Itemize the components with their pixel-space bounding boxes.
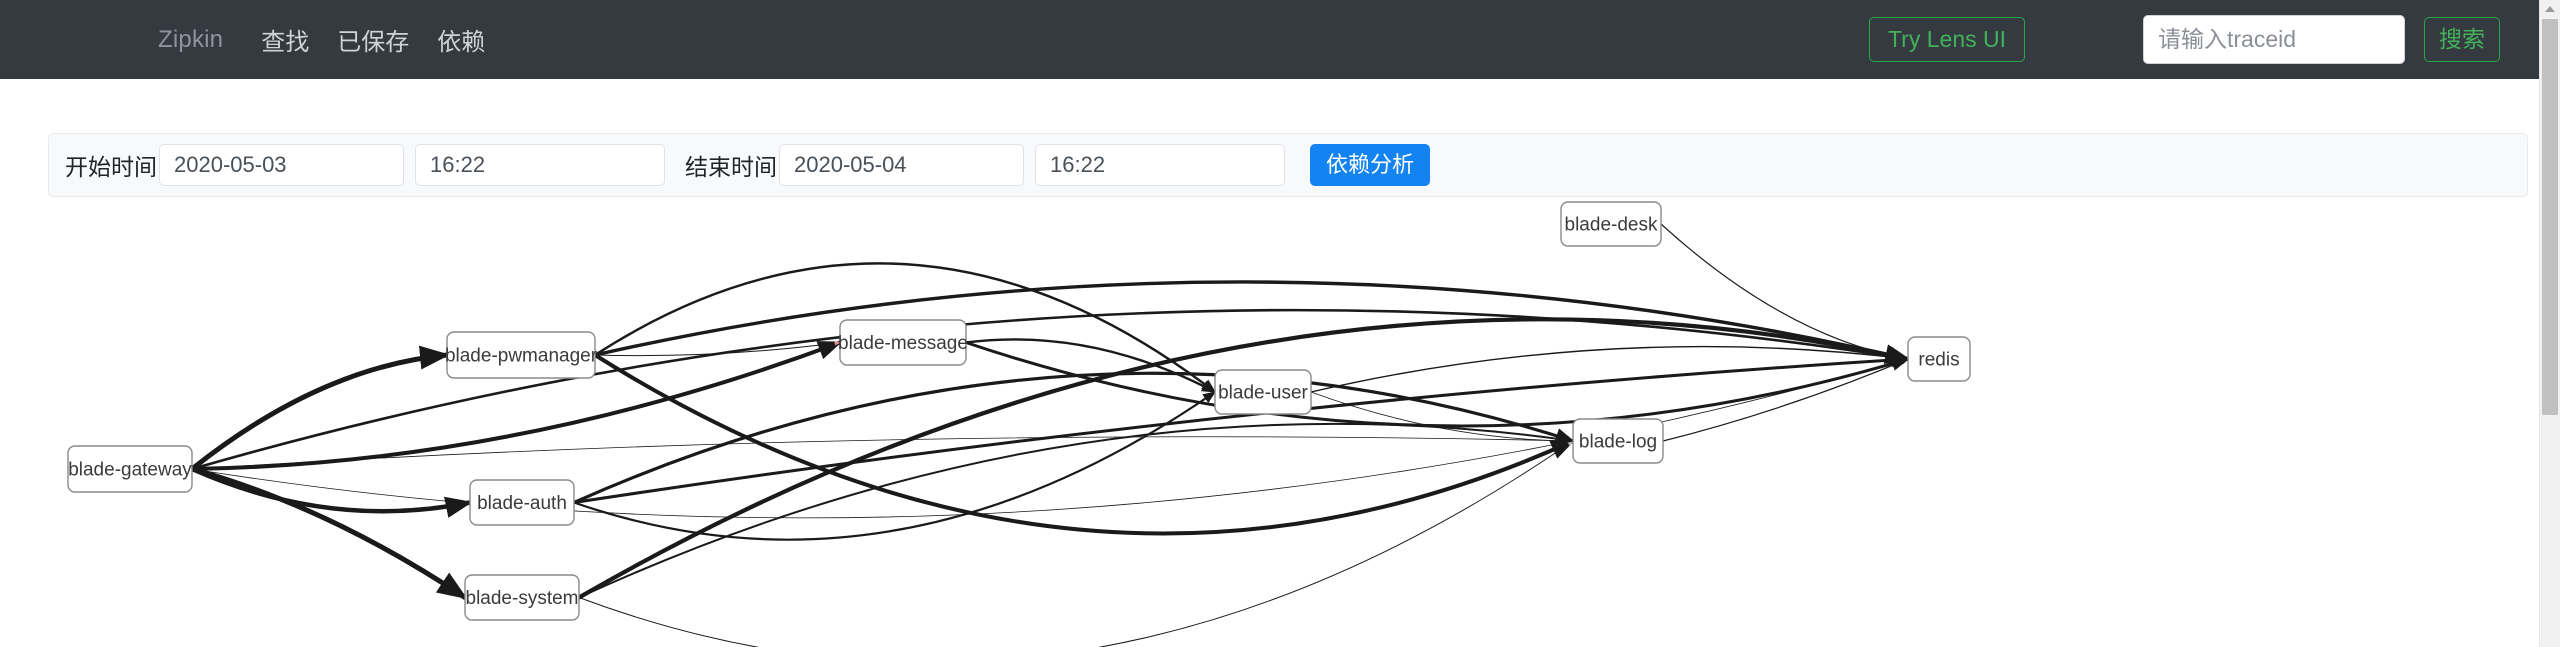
graph-edge[interactable] <box>1310 391 1574 443</box>
nav-links: 查找 已保存 依赖 <box>261 22 513 57</box>
nav-link-saved[interactable]: 已保存 <box>337 29 410 56</box>
graph-edge[interactable] <box>593 280 1910 363</box>
graph-edge[interactable] <box>189 345 450 472</box>
end-time-input[interactable] <box>1035 144 1285 186</box>
graph-edge[interactable] <box>593 353 1576 536</box>
dependency-graph-canvas[interactable]: blade-gateway blade-pwmanager blade-messag… <box>0 198 2540 647</box>
nav-link-dependency[interactable]: 依赖 <box>437 29 486 56</box>
graph-node-blade-pwmanager[interactable]: blade-pwmanager <box>445 331 598 379</box>
graph-node-blade-user[interactable]: blade-user <box>1214 369 1312 415</box>
page-scrollbar[interactable] <box>2539 0 2560 647</box>
graph-edge[interactable] <box>572 390 1217 541</box>
graph-edge[interactable] <box>964 338 1217 394</box>
analyze-dependencies-button[interactable]: 依赖分析 <box>1310 143 1431 187</box>
search-button[interactable]: 搜索 <box>2424 16 2500 63</box>
graph-nodes-layer: blade-gateway blade-pwmanager blade-messag… <box>67 201 1971 621</box>
graph-edge[interactable] <box>190 340 843 471</box>
graph-edge[interactable] <box>964 341 1910 428</box>
graph-node-blade-desk[interactable]: blade-desk <box>1560 201 1662 247</box>
dependency-graph-svg: blade-gateway blade-pwmanager blade-messag… <box>67 201 1971 647</box>
start-date-input[interactable] <box>159 144 404 186</box>
end-date-input[interactable] <box>779 144 1024 186</box>
graph-edge[interactable] <box>572 352 1910 504</box>
graph-node-blade-log[interactable]: blade-log <box>1572 418 1664 464</box>
graph-node-blade-gateway[interactable]: blade-gateway <box>67 445 193 493</box>
graph-edge[interactable] <box>189 466 473 518</box>
start-time-input[interactable] <box>415 144 665 186</box>
graph-edge[interactable] <box>572 371 1575 505</box>
graph-node-redis[interactable]: redis <box>1907 336 1971 382</box>
graph-edge[interactable] <box>578 440 1574 647</box>
brand-logo[interactable]: Zipkin <box>158 25 224 53</box>
graph-edge[interactable] <box>1310 345 1909 393</box>
graph-edge[interactable] <box>594 340 841 357</box>
end-time-label: 结束时间 <box>685 154 777 180</box>
graph-edge[interactable] <box>191 436 1574 470</box>
graph-node-blade-message[interactable]: blade-message <box>838 319 968 366</box>
try-lens-ui-button[interactable]: Try Lens UI <box>1868 16 2025 63</box>
graph-node-box[interactable] <box>67 445 193 493</box>
graph-node-box[interactable] <box>1560 201 1662 247</box>
top-navbar: Zipkin 查找 已保存 依赖 Try Lens UI 搜索 <box>0 0 2540 79</box>
graph-node-box[interactable] <box>469 479 575 526</box>
graph-edge[interactable] <box>578 422 1575 599</box>
start-time-label: 开始时间 <box>65 154 157 180</box>
graph-node-box[interactable] <box>1572 418 1664 464</box>
graph-edge[interactable] <box>190 308 1910 471</box>
graph-edge[interactable] <box>576 317 1911 600</box>
scroll-up-arrow-icon[interactable] <box>2540 0 2560 18</box>
nav-link-find[interactable]: 查找 <box>261 29 310 56</box>
scrollbar-thumb[interactable] <box>2542 19 2558 415</box>
graph-node-box[interactable] <box>446 331 596 379</box>
graph-node-box[interactable] <box>464 574 580 621</box>
time-range-filter-bar: 开始时间 结束时间 依赖分析 <box>48 133 2528 197</box>
graph-node-box[interactable] <box>1907 336 1971 382</box>
graph-edge[interactable] <box>593 262 1217 394</box>
graph-edge[interactable] <box>1662 358 1909 442</box>
graph-node-box[interactable] <box>839 319 967 366</box>
graph-node-blade-auth[interactable]: blade-auth <box>469 479 575 526</box>
traceid-search-input[interactable] <box>2143 15 2405 64</box>
graph-edges-layer <box>189 223 1911 647</box>
graph-edge[interactable] <box>189 466 468 600</box>
navbar-right-group: Try Lens UI 搜索 <box>1868 0 2500 79</box>
graph-node-box[interactable] <box>1214 369 1312 415</box>
graph-node-blade-system[interactable]: blade-system <box>464 574 580 621</box>
